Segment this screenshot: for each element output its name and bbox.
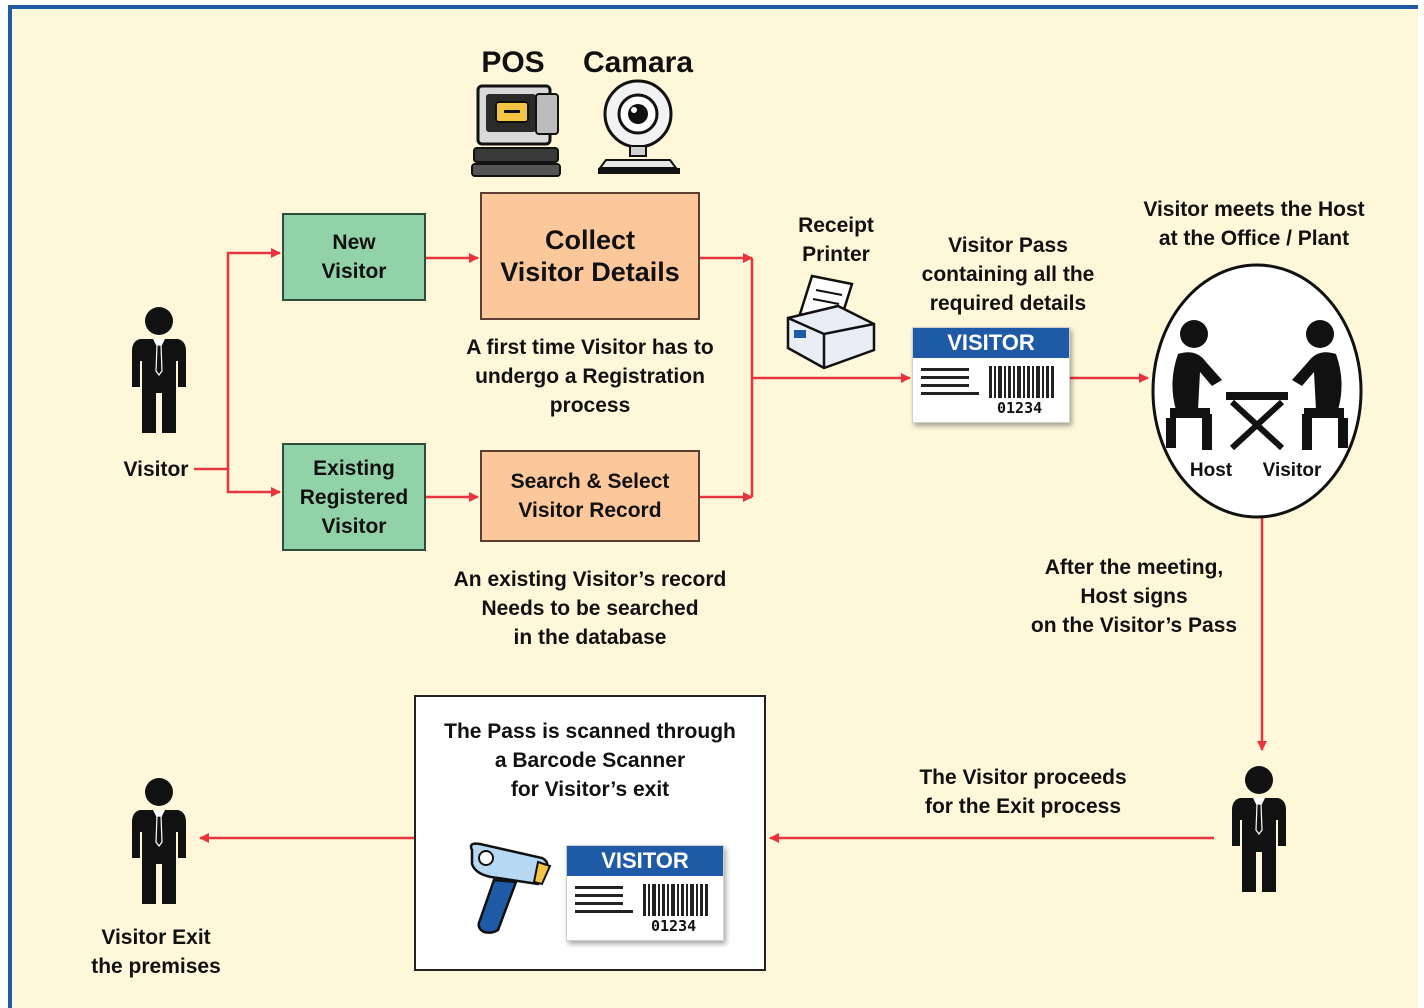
host-label: Host bbox=[1189, 460, 1233, 481]
receipt-printer-label: Receipt Printer bbox=[798, 214, 874, 266]
existing-visitor-box: Existing Registered Visitor bbox=[282, 443, 426, 551]
pos-terminal-icon bbox=[471, 84, 561, 177]
first-time-note: A first time Visitor has to undergo a Re… bbox=[466, 336, 714, 417]
new-visitor-box: New Visitor bbox=[282, 213, 426, 301]
scanned-pass-title: VISITOR bbox=[567, 846, 723, 876]
meeting-visitor-label: Visitor bbox=[1262, 460, 1322, 481]
exiting-visitor-person-icon bbox=[1231, 765, 1287, 893]
exit-person-icon bbox=[131, 777, 187, 905]
barcode-scanner-icon bbox=[469, 842, 552, 934]
after-meeting-note: After the meeting, Host signs on the Vis… bbox=[1030, 556, 1238, 637]
pos-title: POS bbox=[481, 46, 545, 79]
meeting-ellipse-icon bbox=[1151, 263, 1363, 519]
camera-icon bbox=[598, 79, 680, 174]
search-select-box: Search & Select Visitor Record bbox=[480, 450, 700, 542]
visitor-person-icon bbox=[131, 306, 187, 434]
visitor-pass-card: VISITOR 01234 bbox=[912, 327, 1070, 423]
existing-note: An existing Visitor’s record Needs to be… bbox=[453, 568, 727, 649]
receipt-printer-icon bbox=[786, 274, 876, 370]
collect-details-box: Collect Visitor Details bbox=[480, 192, 700, 320]
pass-title: VISITOR bbox=[913, 328, 1069, 358]
pass-caption: Visitor Pass containing all the required… bbox=[921, 234, 1095, 315]
exit-label: Visitor Exit the premises bbox=[91, 926, 221, 978]
scanned-barcode-icon bbox=[575, 884, 708, 916]
proceeds-exit-note: The Visitor proceeds for the Exit proces… bbox=[919, 766, 1127, 818]
meeting-caption: Visitor meets the Host at the Office / P… bbox=[1143, 198, 1365, 250]
barcode-icon bbox=[921, 366, 1054, 398]
scanned-pass-card: VISITOR 01234 bbox=[566, 845, 724, 941]
scan-note: The Pass is scanned through a Barcode Sc… bbox=[444, 720, 736, 801]
scanned-pass-number: 01234 bbox=[651, 917, 697, 935]
camera-title: Camara bbox=[582, 46, 694, 79]
arrow-visitor-to-new bbox=[226, 248, 281, 469]
arrow-visitor-to-existing bbox=[194, 467, 281, 497]
visitor-label: Visitor bbox=[123, 458, 189, 481]
pass-number: 01234 bbox=[997, 399, 1043, 417]
